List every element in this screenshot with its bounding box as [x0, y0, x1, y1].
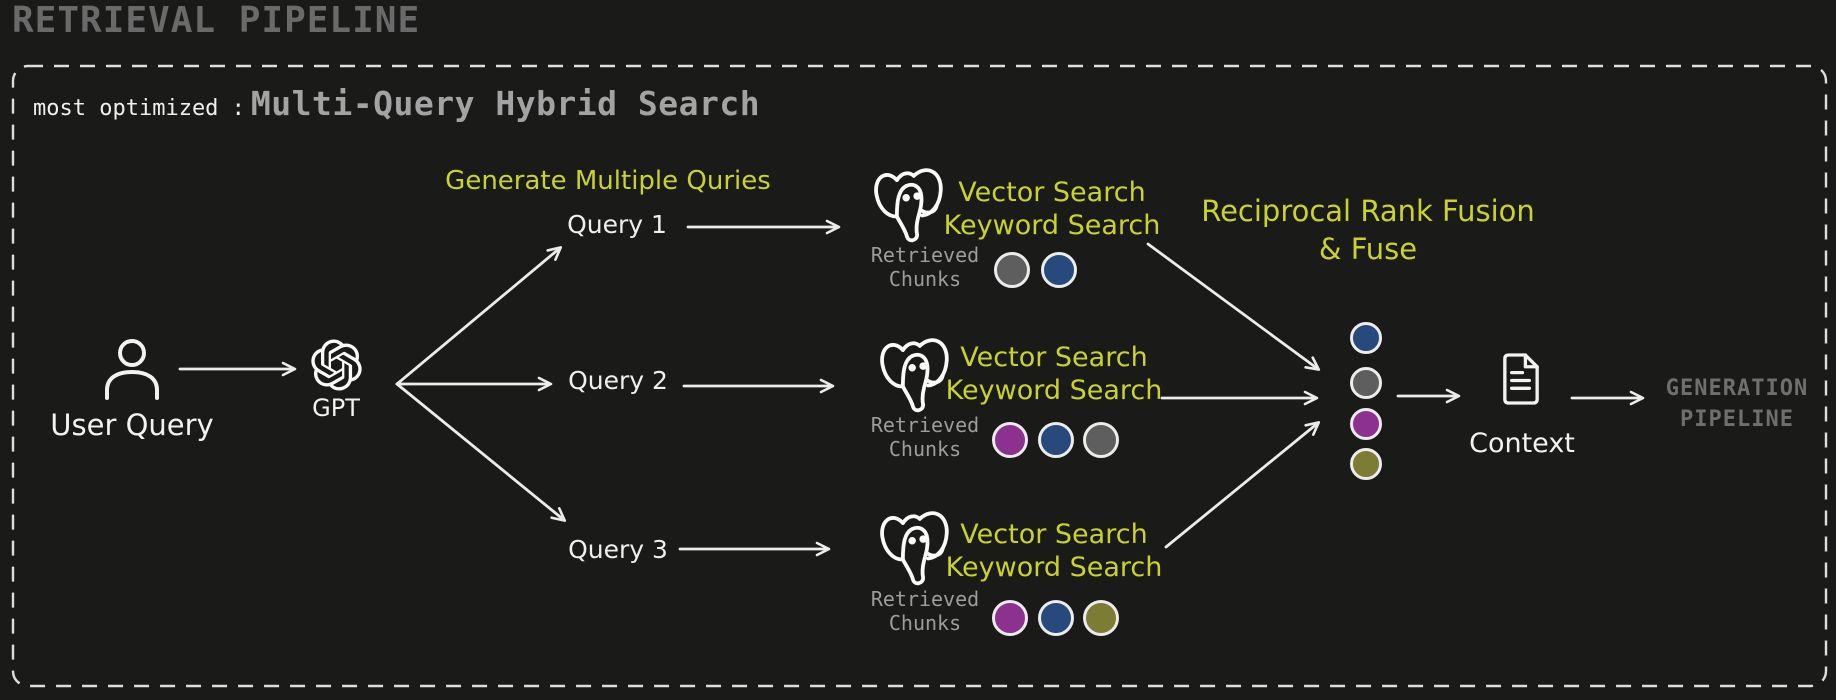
generation-pipeline-label: GENERATION PIPELINE — [1666, 373, 1808, 435]
chunks-line: Chunks — [888, 437, 962, 461]
subtitle-main: Multi-Query Hybrid Search — [250, 84, 761, 123]
vector-search-label: Vector Search — [960, 342, 1148, 373]
gpt-label: GPT — [312, 394, 360, 422]
generation-line1: GENERATION — [1665, 376, 1809, 401]
vector-search-label: Vector Search — [960, 519, 1148, 550]
retrieved-chunks-label-row2: Retrieved Chunks — [871, 413, 979, 461]
postgresql-icon — [875, 328, 951, 416]
arrow-gpt-to-query1 — [395, 246, 563, 386]
context-label: Context — [1469, 428, 1575, 459]
retrieved-chunks-label-row3: Retrieved Chunks — [871, 587, 979, 635]
retrieved-chunk — [994, 252, 1030, 288]
retrieved-chunk — [1083, 422, 1119, 458]
openai-gpt-icon — [311, 339, 362, 391]
fused-chunk — [1350, 367, 1382, 399]
keyword-search-label: Keyword Search — [945, 375, 1163, 406]
postgresql-icon — [875, 501, 951, 589]
fusion-title-line2: & Fuse — [1318, 232, 1418, 266]
query-2-label: Query 2 — [568, 366, 668, 395]
search-labels-row1: Vector Search Keyword Search — [944, 176, 1161, 242]
user-icon — [103, 336, 161, 402]
query-3-label: Query 3 — [568, 535, 668, 564]
retrieved-line: Retrieved — [870, 413, 980, 437]
generation-line2: PIPELINE — [1680, 407, 1794, 432]
document-icon — [1497, 352, 1544, 407]
keyword-search-label: Keyword Search — [945, 552, 1163, 583]
user-query-label: User Query — [50, 408, 214, 442]
retrieved-chunk — [1041, 252, 1077, 288]
chunks-line: Chunks — [888, 611, 962, 635]
fusion-title-line1: Reciprocal Rank Fusion — [1201, 194, 1535, 228]
fusion-title: Reciprocal Rank Fusion & Fuse — [1201, 192, 1535, 268]
retrieved-chunk — [1083, 600, 1119, 636]
page-title: RETRIEVAL PIPELINE — [12, 0, 421, 41]
vector-search-label: Vector Search — [958, 177, 1146, 208]
fused-chunk — [1350, 322, 1382, 354]
retrieved-chunk — [1038, 600, 1074, 636]
frame-subtitle: most optimized : Multi-Query Hybrid Sear… — [33, 84, 760, 123]
arrow-gpt-to-query3 — [395, 382, 567, 522]
postgresql-icon — [869, 158, 945, 246]
chunks-line: Chunks — [888, 267, 962, 291]
retrieved-chunks-label-row1: Retrieved Chunks — [871, 243, 979, 291]
fused-chunk — [1350, 408, 1382, 440]
search-labels-row2: Vector Search Keyword Search — [946, 341, 1163, 407]
search-labels-row3: Vector Search Keyword Search — [946, 518, 1163, 584]
keyword-search-label: Keyword Search — [943, 210, 1161, 241]
retrieved-chunk — [992, 422, 1028, 458]
retrieved-chunk — [1038, 422, 1074, 458]
retrieved-line: Retrieved — [870, 243, 980, 267]
retrieved-line: Retrieved — [870, 587, 980, 611]
retrieved-chunk — [992, 600, 1028, 636]
subtitle-prefix: most optimized : — [33, 96, 245, 121]
fused-chunk — [1350, 448, 1382, 480]
query-1-label: Query 1 — [567, 210, 667, 239]
arrow-row3-to-fusion — [1164, 421, 1321, 549]
generate-multiple-queries-label: Generate Multiple Quries — [445, 166, 771, 196]
